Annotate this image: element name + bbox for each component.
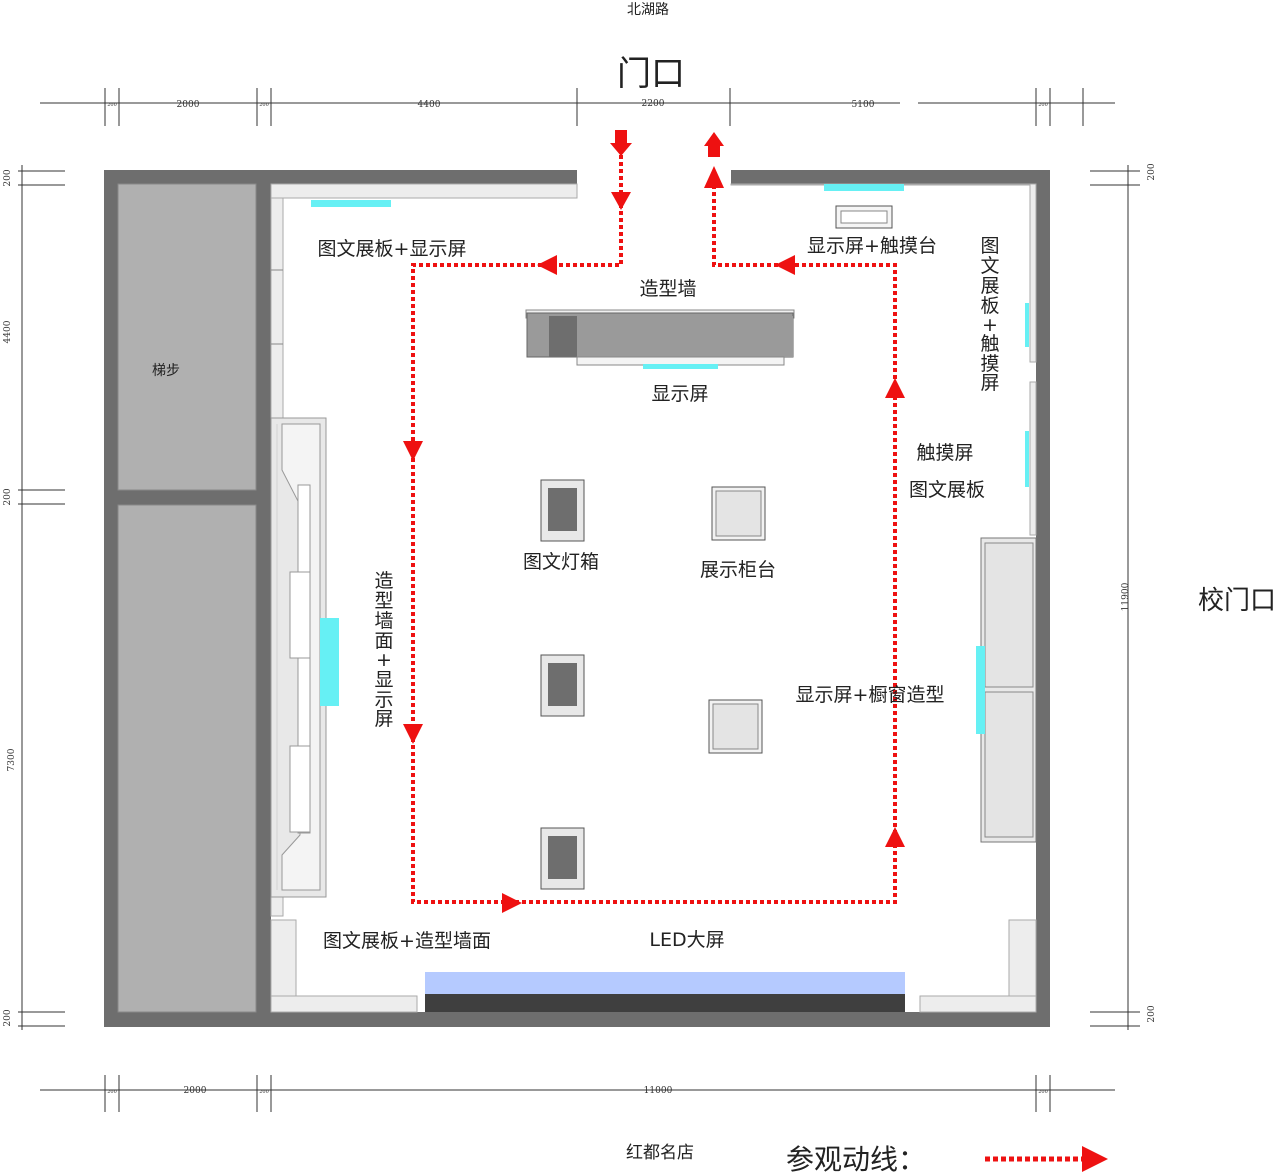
legend-route-line <box>985 1146 1108 1172</box>
store-name: 红都名店 <box>626 1143 694 1163</box>
vertical-char: 型 <box>374 590 393 612</box>
vertical-char: 造 <box>374 570 393 592</box>
route-arrow-right-icon <box>502 893 522 913</box>
display-cabinet-1 <box>711 486 766 541</box>
dim-top-1: 200 <box>107 102 117 108</box>
screen-touch-desk-label: 显示屏+触摸台 <box>807 235 937 257</box>
vertical-char: 面 <box>374 630 393 652</box>
lightbox-2 <box>540 654 585 717</box>
dim-bottom-1: 200 <box>107 1089 117 1095</box>
led-screen-body <box>425 994 905 1012</box>
route-arrow-up-icon <box>885 378 905 398</box>
school-gate: 校门口 <box>1198 586 1276 616</box>
led-screen-label: LED大屏 <box>649 929 724 951</box>
panel-right-label: 图文展板 <box>909 479 985 501</box>
vertical-char: 显 <box>374 669 393 691</box>
dim-top-4: 4400 <box>418 100 441 110</box>
route-arrow-left-icon <box>537 255 557 275</box>
route-arrow-up-icon <box>704 166 724 188</box>
dimension-right <box>1090 165 1140 1030</box>
vertical-char: 文 <box>980 255 999 277</box>
dim-bottom-5: 200 <box>1038 1089 1048 1095</box>
left-wall-screen <box>320 618 339 706</box>
right-touch-screen-upper <box>1025 303 1029 347</box>
lightbox-3 <box>540 827 585 890</box>
outer-walls <box>104 170 1050 1027</box>
panel-ticks <box>271 269 283 345</box>
street-top: 北湖路 <box>627 2 669 18</box>
page-title: 门口 <box>617 54 685 94</box>
dimension-left <box>18 165 65 1030</box>
left-wall-vertical-label: 造 型 墙 面 + 显 示 屏 <box>374 570 393 730</box>
dim-left-2: 4400 <box>3 320 13 343</box>
legend-label: 参观动线： <box>786 1143 926 1175</box>
vertical-char: 屏 <box>980 372 999 394</box>
feature-wall-label: 造型墙 <box>639 278 696 300</box>
dim-top-2: 2000 <box>177 100 200 110</box>
display-screen-label: 显示屏 <box>651 383 708 405</box>
feature-wall-block <box>525 309 795 366</box>
dim-top-5: 2200 <box>642 99 665 109</box>
window-display <box>980 537 1037 843</box>
route-arrow-down-icon <box>403 724 423 744</box>
vertical-char: 展 <box>980 275 999 297</box>
touch-desk-inner <box>840 210 888 224</box>
legend-arrow-icon <box>1082 1146 1108 1172</box>
right-touch-screen-lower <box>1025 431 1029 487</box>
dim-left-4: 7300 <box>7 748 17 771</box>
vertical-char: 图 <box>980 235 999 257</box>
dimension-bottom <box>40 1075 1115 1112</box>
panel-wall-bottom-label: 图文展板+造型墙面 <box>323 930 491 952</box>
left-feature-wall <box>270 417 327 898</box>
window-screen <box>976 646 985 734</box>
entry-arrow-icon <box>610 130 632 156</box>
vertical-char: 屏 <box>374 708 393 730</box>
visitor-route <box>411 155 897 904</box>
dim-bottom-3: 200 <box>259 1089 269 1095</box>
panel-touch-right-label: 图 文 展 板 + 触 摸 屏 <box>980 235 999 394</box>
vertical-char: 触 <box>980 333 999 355</box>
route-arrow-up-icon <box>885 827 905 847</box>
vertical-char: + <box>982 314 998 336</box>
dim-bottom-2: 2000 <box>184 1086 207 1096</box>
dim-right-3: 200 <box>1147 1005 1157 1022</box>
lightbox-1 <box>540 479 585 542</box>
dim-bottom-4: 11000 <box>644 1086 673 1096</box>
dim-right-2: 11900 <box>1121 582 1131 611</box>
route-arrows <box>403 130 905 913</box>
panel-screen-top-label: 图文展板+显示屏 <box>318 238 467 260</box>
route-arrow-down-icon <box>611 192 631 210</box>
dim-left-1: 200 <box>3 169 13 186</box>
dim-top-3: 200 <box>259 102 269 108</box>
dim-left-3: 200 <box>3 488 13 505</box>
dim-top-6: 5100 <box>852 100 875 110</box>
stair-area-upper <box>117 183 257 491</box>
vertical-char: 墙 <box>374 610 393 632</box>
top-right-screen <box>824 184 904 191</box>
feature-wall-screen <box>643 364 718 369</box>
dimension-top <box>40 88 1115 126</box>
exit-arrow-icon <box>704 132 724 157</box>
vertical-char: 示 <box>374 689 393 711</box>
touch-screen-label: 触摸屏 <box>916 442 973 464</box>
dim-top-7: 200 <box>1038 102 1048 108</box>
dim-right-1: 200 <box>1147 163 1157 180</box>
route-arrow-down-icon <box>403 441 423 461</box>
screen-window-label: 显示屏+橱窗造型 <box>796 684 945 706</box>
vertical-char: 摸 <box>980 353 999 375</box>
display-cabinet-2 <box>708 699 763 754</box>
vertical-char: + <box>376 649 392 671</box>
route-arrow-left-icon <box>775 255 795 275</box>
dim-left-5: 200 <box>3 1009 13 1026</box>
led-screen-face <box>425 972 905 994</box>
vertical-char: 板 <box>980 295 999 317</box>
top-left-screen <box>311 200 391 207</box>
stair-area-lower <box>117 504 257 1013</box>
display-cabinet-label: 展示柜台 <box>700 559 776 581</box>
lightbox-label: 图文灯箱 <box>523 551 599 573</box>
stairs-label: 梯步 <box>152 363 180 379</box>
